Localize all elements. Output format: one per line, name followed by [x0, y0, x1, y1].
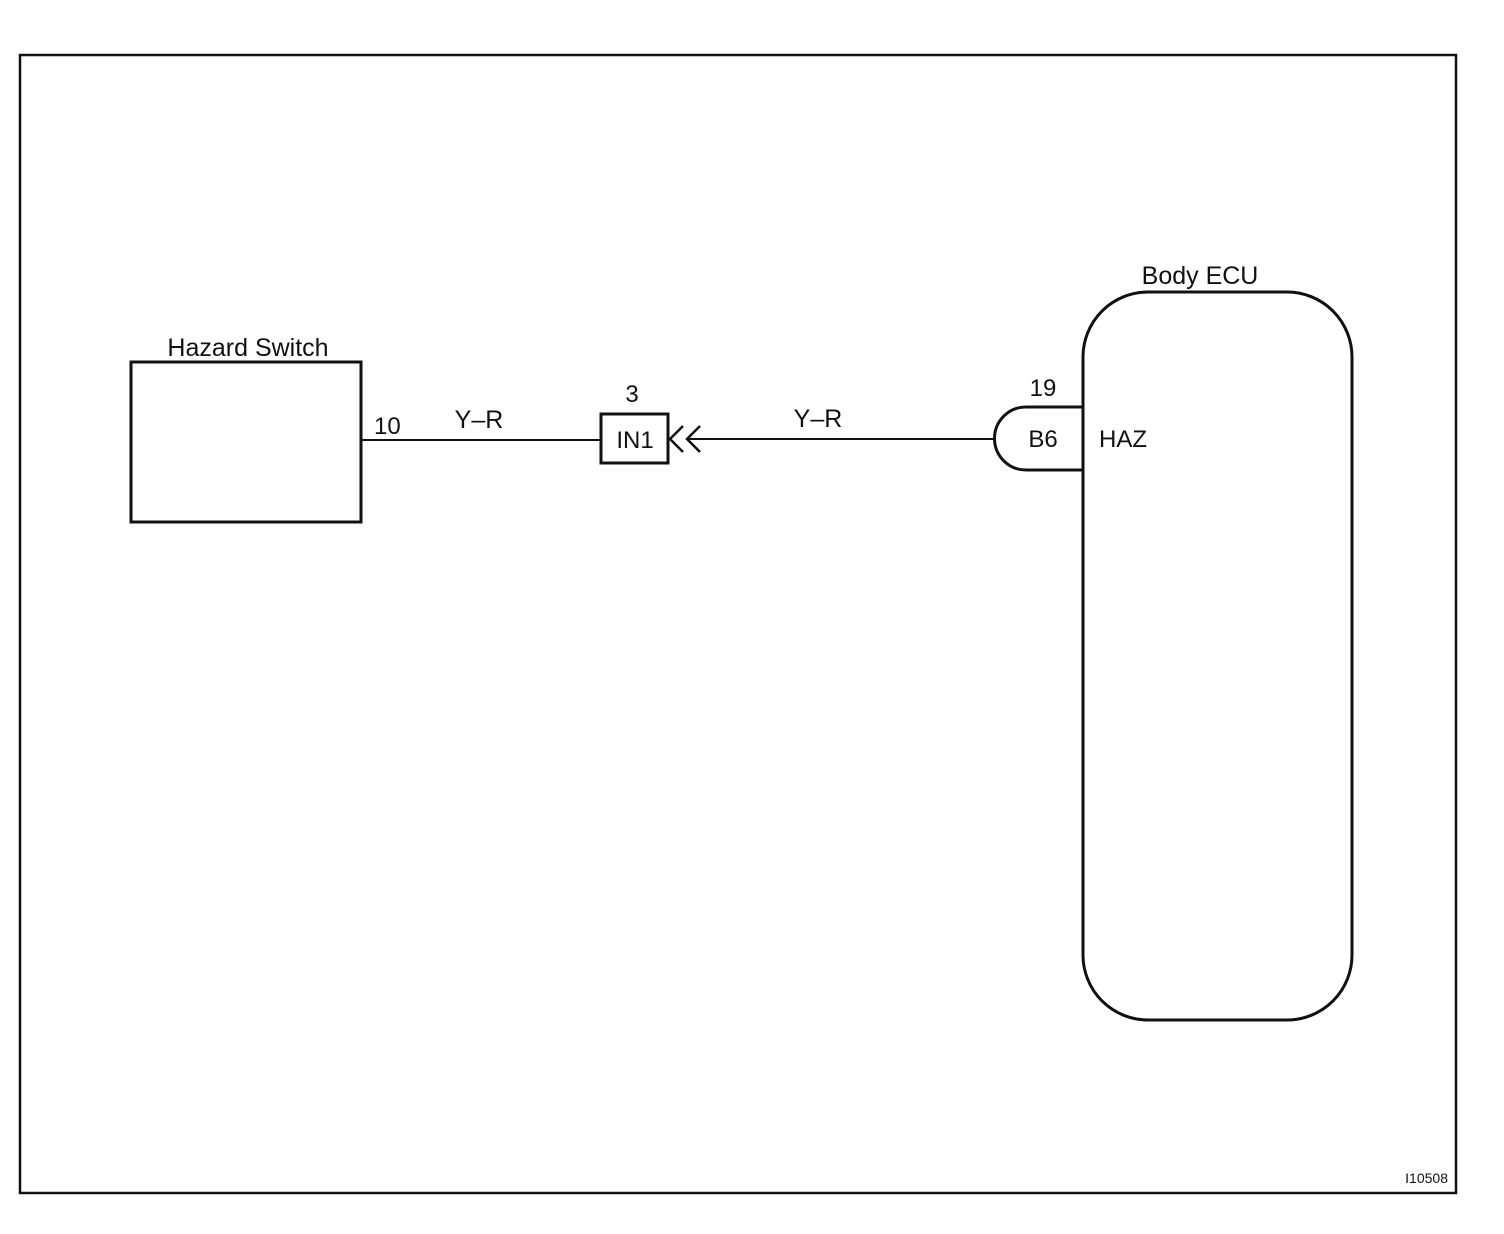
body-ecu-box	[1081, 290, 1354, 1022]
junction-connector-pin: 3	[625, 381, 638, 408]
junction-connector-code: IN1	[616, 427, 653, 454]
diagram-frame	[18, 53, 1458, 1195]
connector-chevron-icon	[668, 425, 684, 453]
hazard-switch-label: Hazard Switch	[167, 334, 328, 362]
wire-2-color-label: Y–R	[794, 405, 843, 433]
hazard-switch-box	[129, 360, 363, 524]
figure-code: I10508	[1405, 1170, 1448, 1186]
ecu-connector-b6	[993, 405, 1085, 472]
ecu-connector-pin: 19	[1030, 375, 1057, 402]
wire-1-color-label: Y–R	[455, 406, 504, 434]
ecu-connector-code: B6	[1028, 426, 1057, 453]
hazard-switch-pin: 10	[374, 413, 401, 440]
ecu-terminal-label: HAZ	[1099, 426, 1147, 453]
body-ecu-label: Body ECU	[1142, 262, 1259, 290]
junction-connector-box	[599, 412, 670, 465]
